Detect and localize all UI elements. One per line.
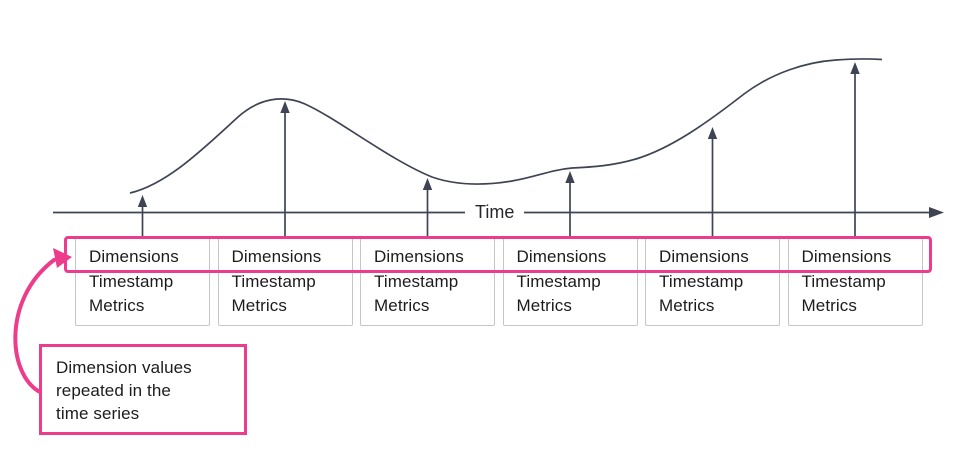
record-box-3: Dimensions Timestamp Metrics bbox=[360, 237, 495, 326]
record-box-dimensions-label: Dimensions bbox=[231, 247, 322, 266]
data-point-arrow-4 bbox=[565, 171, 575, 237]
record-box-5: Dimensions Timestamp Metrics bbox=[645, 237, 780, 326]
record-box-dimensions-label: Dimensions bbox=[516, 247, 607, 266]
record-box-timestamp-label: Timestamp bbox=[89, 271, 174, 291]
record-box-2: Dimensions Timestamp Metrics bbox=[217, 237, 353, 326]
record-box-metrics-label: Metrics bbox=[89, 296, 145, 315]
time-axis-arrowhead bbox=[929, 207, 944, 218]
record-box-4: Dimensions Timestamp Metrics bbox=[502, 237, 638, 326]
record-box-timestamp-label: Timestamp bbox=[801, 271, 886, 291]
record-box-dimensions-label: Dimensions bbox=[659, 247, 749, 266]
data-point-arrow-1 bbox=[137, 195, 148, 237]
record-box-dimensions-label: Dimensions bbox=[801, 247, 892, 266]
record-box-metrics-label: Metrics bbox=[659, 296, 715, 315]
data-point-arrow-2 bbox=[280, 101, 290, 237]
record-box-1: Dimensions Timestamp Metrics bbox=[75, 237, 210, 326]
record-box-dimensions-label: Dimensions bbox=[374, 247, 464, 266]
data-point-arrow-6 bbox=[850, 62, 860, 237]
record-box-6: Dimensions Timestamp Metrics bbox=[787, 237, 923, 326]
time-series-curve bbox=[129, 58, 883, 194]
data-point-arrow-3 bbox=[422, 178, 433, 237]
record-box-metrics-label: Metrics bbox=[231, 296, 287, 315]
record-box-metrics-label: Metrics bbox=[516, 296, 572, 315]
record-box-dimensions-label: Dimensions bbox=[89, 247, 179, 266]
record-box-timestamp-label: Timestamp bbox=[231, 271, 316, 291]
callout-box: Dimension values repeated in the time se… bbox=[39, 344, 247, 435]
dimensions-highlight-rect bbox=[64, 236, 932, 273]
record-box-timestamp-label: Timestamp bbox=[659, 271, 744, 291]
record-box-metrics-label: Metrics bbox=[374, 296, 430, 315]
callout-text-line: Dimension values bbox=[56, 358, 192, 377]
callout-text-line: time series bbox=[56, 404, 140, 423]
record-box-timestamp-label: Timestamp bbox=[374, 271, 459, 291]
time-axis-label: Time bbox=[465, 200, 525, 224]
record-box-metrics-label: Metrics bbox=[801, 296, 857, 315]
data-point-arrow-5 bbox=[707, 127, 718, 237]
callout-text-line: repeated in the bbox=[56, 381, 171, 400]
record-box-timestamp-label: Timestamp bbox=[516, 271, 601, 291]
